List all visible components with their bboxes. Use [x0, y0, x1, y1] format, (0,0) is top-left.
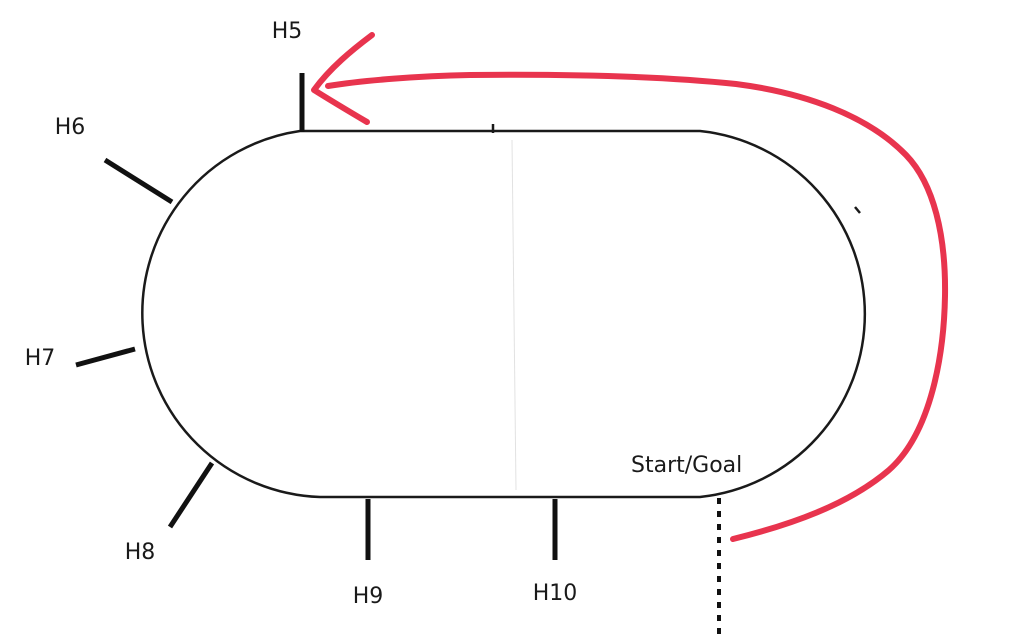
marker-h9-label: H9 [353, 584, 384, 609]
direction-arrow [325, 71, 949, 542]
marker-h8-tick [167, 461, 215, 529]
marker-h7-label: H7 [25, 346, 56, 371]
track-outline [141, 129, 867, 499]
direction-arrow-head [311, 32, 375, 125]
marker-h6-label: H6 [55, 115, 86, 140]
track-center-line [511, 139, 517, 491]
track-tick-right [854, 206, 861, 214]
marker-h6-tick [103, 157, 174, 205]
start-goal-label: Start/Goal [631, 453, 742, 478]
marker-h8-label: H8 [125, 540, 156, 565]
marker-h10-label: H10 [533, 581, 578, 606]
marker-h7-tick [75, 346, 136, 368]
marker-h5-label: H5 [272, 19, 303, 44]
